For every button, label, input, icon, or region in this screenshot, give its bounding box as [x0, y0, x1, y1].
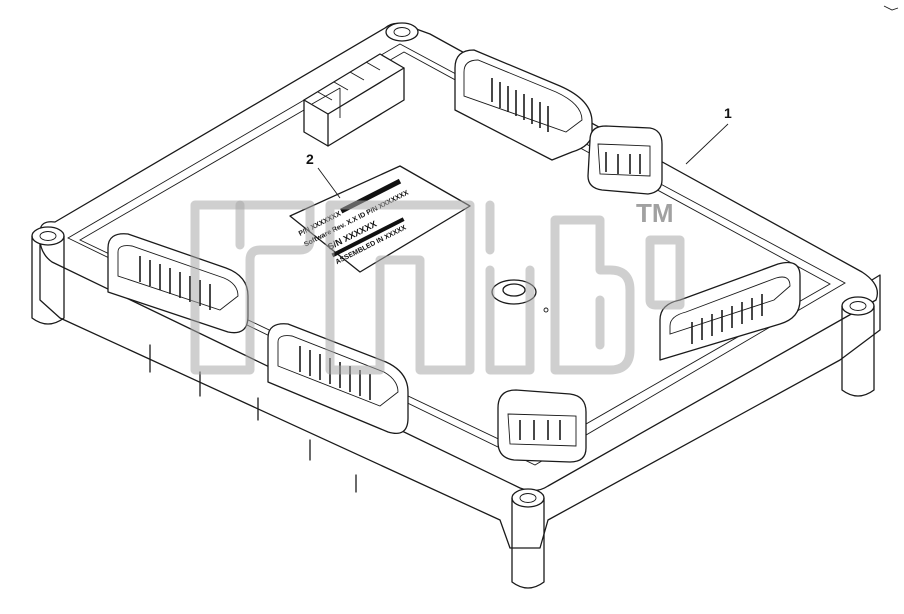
label-barcode-2: [331, 217, 405, 258]
corner-boss-right: [841, 296, 875, 397]
terminal-block-connector: [303, 53, 405, 147]
mounting-posts: [149, 344, 357, 493]
connector-bottom-small: [497, 389, 587, 463]
corner-boss-top: [385, 22, 419, 42]
watermark-trademark: TM: [636, 198, 674, 228]
callout-1-label: 1: [724, 105, 732, 121]
callout-2-leader: [317, 167, 341, 199]
corner-boss-left: [31, 226, 65, 325]
corner-boss-bottom: [511, 488, 545, 589]
callout-1-leader: [685, 123, 729, 165]
product-label: P/N XXXXXXX Software Rev. X.X ID P/N XXX…: [289, 165, 471, 273]
callout-2-label: 2: [306, 151, 314, 167]
callout-1: 1: [685, 105, 732, 165]
connector-center-large: [267, 323, 409, 435]
connector-left-large: [107, 233, 249, 334]
center-boss: [491, 279, 549, 313]
housing-top-rim: [39, 22, 879, 492]
connector-small-square: [587, 125, 663, 195]
connector-top-large: [454, 49, 593, 161]
callout-2: 2: [306, 151, 341, 199]
ecm-housing: [31, 22, 881, 589]
corner-mark: [883, 5, 899, 11]
watermark-logo: TM: [190, 198, 685, 375]
